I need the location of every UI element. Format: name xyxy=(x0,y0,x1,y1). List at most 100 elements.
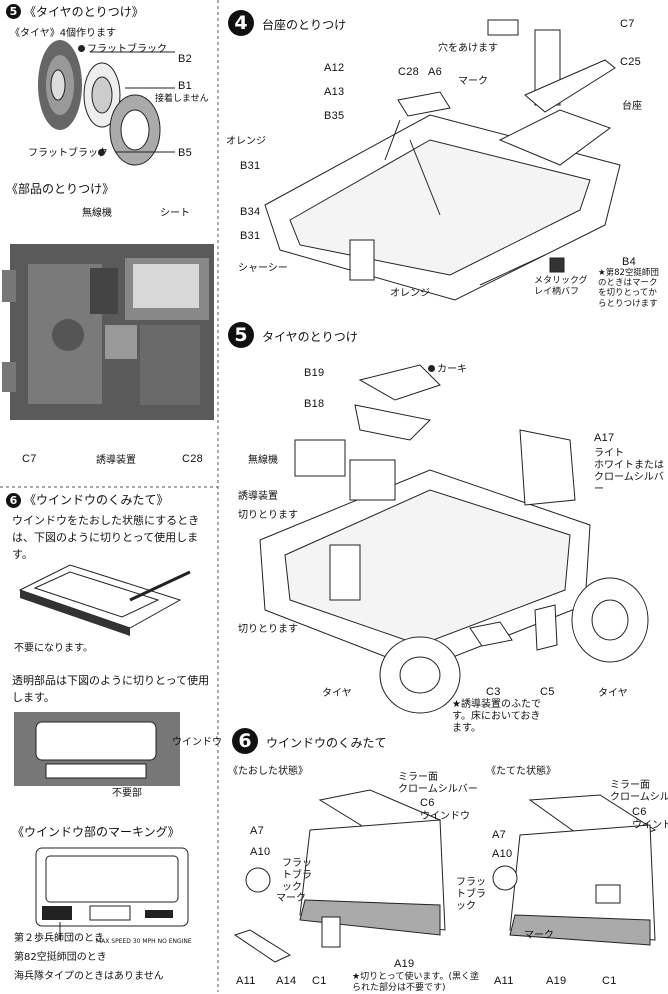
left-flat-black: フラットブラック xyxy=(78,44,167,56)
s5-tire2: タイヤ xyxy=(598,688,628,699)
step-number-5-left: 5 xyxy=(6,4,21,19)
s5-light-color: ホワイトまたはクロームシルバー xyxy=(594,460,664,495)
step-number-6-left: 6 xyxy=(6,493,21,508)
s4-a12: A12 xyxy=(324,62,345,74)
s4-b31: B31 xyxy=(240,160,261,172)
marking-placard: MAX SPEED 30 MPH NO ENGINE xyxy=(96,938,192,945)
step-number-6: 6 xyxy=(232,728,258,754)
s5-tire: タイヤ xyxy=(322,688,352,699)
s4-c28: C28 xyxy=(398,66,420,78)
s4-chassis: シャーシー xyxy=(238,263,288,274)
window-drawing-down xyxy=(233,789,446,963)
left-no-glue: 接着しません xyxy=(155,94,209,104)
left-step5-title: 《タイヤのとりつけ》 xyxy=(24,5,144,19)
s5-light: ライト xyxy=(594,448,624,459)
s5-khaki: カーキ xyxy=(428,364,467,376)
s4-b34: B34 xyxy=(240,206,261,218)
s5-b18: B18 xyxy=(304,398,325,410)
s4-mark: マーク xyxy=(458,76,488,87)
s6-a10: A10 xyxy=(250,846,271,858)
step-number-5: 5 xyxy=(228,322,254,348)
left-b2: B2 xyxy=(178,53,193,65)
s4-metallic: メタリックグレイ柄バフ xyxy=(534,276,588,297)
left-flat-black2-dot xyxy=(98,148,107,160)
left-clear-text: 透明部品は下図のように切りとって使用します。 xyxy=(12,674,210,705)
s6-mark: マーク xyxy=(276,893,306,904)
s6-flat-black2: フラットブラック xyxy=(456,877,486,912)
s6-a11b: A11 xyxy=(494,975,514,987)
left-flat-black2: フラットブラック xyxy=(28,148,108,159)
s6-a19: A19 xyxy=(394,958,415,970)
step5-title: タイヤのとりつけ xyxy=(262,330,358,344)
s6-c6: C6 xyxy=(420,797,435,809)
step4-title: 台座のとりつけ xyxy=(262,18,347,32)
s6-a7: A7 xyxy=(250,825,265,837)
s4-a6: A6 xyxy=(428,66,443,78)
window-cut-drawing xyxy=(14,564,191,786)
left-b1: B1 xyxy=(178,80,193,92)
parts-seat-label: シート xyxy=(160,208,190,219)
s4-hole: 穴をあけます xyxy=(438,43,498,54)
s5-c3: C3 xyxy=(486,686,501,698)
parts-title: 《部品のとりつけ》 xyxy=(6,182,115,196)
s4-a13: A13 xyxy=(324,86,345,98)
window-drawing-up xyxy=(492,794,657,946)
tire-exploded-drawing xyxy=(38,40,175,166)
jeep-drawing-step5 xyxy=(259,364,649,714)
s5-guidance: 誘導装置 xyxy=(238,491,278,502)
s6-up-state: 《たてた状態》 xyxy=(486,766,556,777)
s6-mirror2: ミラー面 xyxy=(610,780,650,791)
s6-c6b: C6 xyxy=(632,806,647,818)
s5-a17: A17 xyxy=(594,432,615,444)
step-number-4: 4 xyxy=(228,10,254,36)
marking-line2: 第82空挺師団のとき xyxy=(14,952,107,963)
left-step6-text: ウインドウをたおした状態にするときは、下図のように切りとって使用します。 xyxy=(12,514,200,562)
s5-c5: C5 xyxy=(540,686,555,698)
s5-b19: B19 xyxy=(304,367,325,379)
s5-cut1: 切りとります xyxy=(238,510,298,521)
s4-c25: C25 xyxy=(620,56,642,68)
s4-b4: B4 xyxy=(622,256,637,268)
s6-mirror: ミラー面 xyxy=(398,772,438,783)
s5-guidance-note: ★誘導装置のふたです。床においておきます。 xyxy=(452,699,541,734)
left-unneeded2: 不要部 xyxy=(112,788,142,799)
s4-c7: C7 xyxy=(620,18,635,30)
s6-a11: A11 xyxy=(236,975,256,987)
left-unneeded: 不要になります。 xyxy=(14,643,93,654)
window-marking-drawing xyxy=(35,847,189,940)
s6-window: ウインドウ xyxy=(420,811,470,822)
parts-c28: C28 xyxy=(182,453,204,465)
chassis-drawing-step4 xyxy=(264,19,621,301)
left-tire-subtitle: 《タイヤ》4個作ります xyxy=(10,28,117,39)
s6-flat-black: フラットブラック xyxy=(282,858,312,893)
s5-cut2: 切りとります xyxy=(238,624,298,635)
s6-down-state: 《たおした状態》 xyxy=(228,766,308,777)
left-step6-title: 《ウインドウのくみたて》 xyxy=(24,493,169,507)
parts-guidance-label: 誘導装置 xyxy=(96,455,136,466)
s6-a19b: A19 xyxy=(546,975,567,987)
s6-chrome: クロームシルバー xyxy=(398,784,478,795)
s6-a14: A14 xyxy=(276,975,297,987)
s4-orange: オレンジ xyxy=(226,136,266,147)
marking-title: 《ウインドウ部のマーキング》 xyxy=(12,825,180,839)
s6-c1: C1 xyxy=(312,975,327,987)
parts-photo xyxy=(2,244,214,420)
s4-b4-note: ★第82空挺師団のときはマークを切りとってからとりつけます xyxy=(598,268,659,309)
parts-c7: C7 xyxy=(22,453,37,465)
step6-title: ウインドウのくみたて xyxy=(266,736,387,750)
parts-radio-label: 無線機 xyxy=(82,208,112,219)
s4-b31b: B31 xyxy=(240,230,261,242)
s6-cut-note: ★切りとって使います。(黒く塗られた部分は不要です) xyxy=(352,972,479,993)
s6-a10b: A10 xyxy=(492,848,513,860)
marking-line3: 海兵隊タイプのときはありません xyxy=(14,971,164,982)
s6-c1b: C1 xyxy=(602,975,617,987)
marking-line1: 第２歩兵師団のとき xyxy=(14,933,104,944)
s5-radio: 無線機 xyxy=(248,455,278,466)
s6-mark2: マーク xyxy=(524,930,554,941)
s4-orange2: オレンジ xyxy=(390,288,430,299)
left-b5: B5 xyxy=(178,147,193,159)
s6-a7b: A7 xyxy=(492,829,507,841)
s4-b35: B35 xyxy=(324,110,345,122)
s6-chrome2: クロームシルバー xyxy=(610,792,668,803)
